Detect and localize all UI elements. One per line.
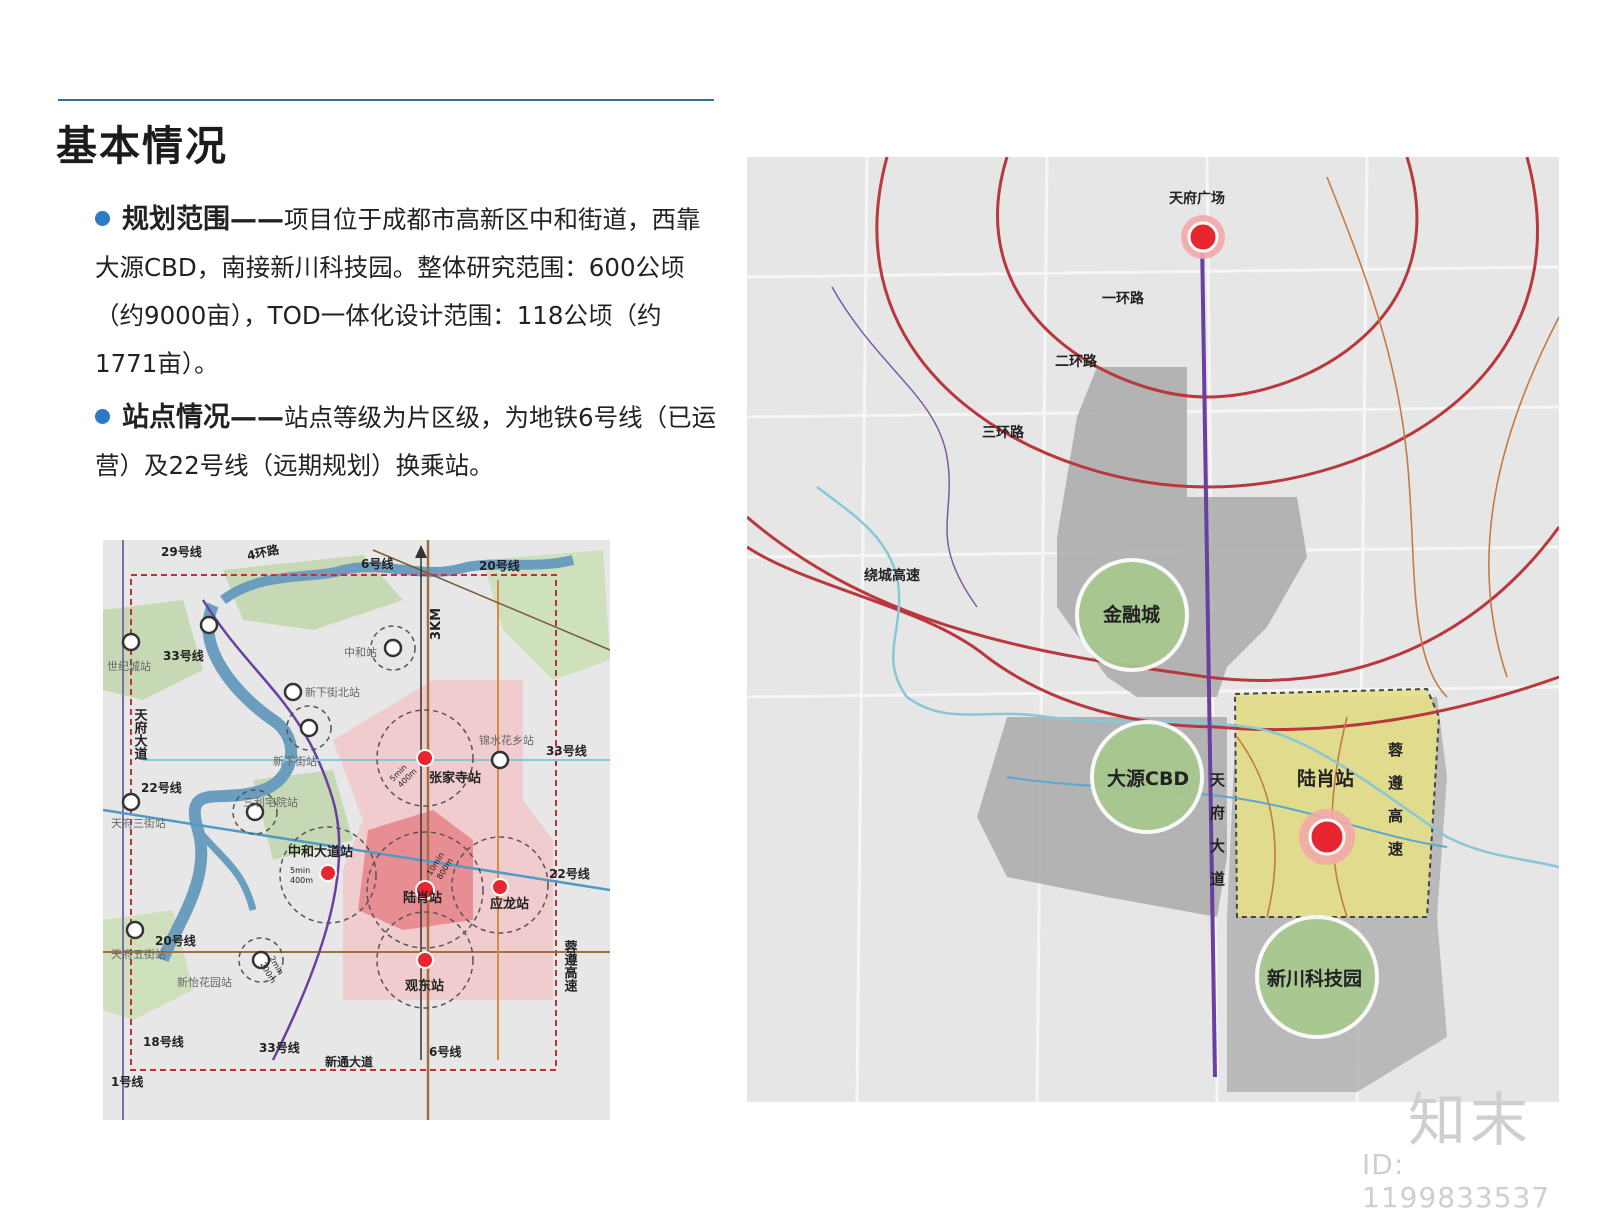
label-tianfu3: 天府三街站	[111, 816, 166, 830]
page-title: 基本情况	[56, 122, 228, 170]
scope-heading: 规划范围——	[122, 204, 284, 235]
radius-label: 400m	[290, 876, 313, 885]
label-tianfu5: 天府五街站	[111, 947, 166, 961]
scope-paragraph: 规划范围——项目位于成都市高新区中和街道，西靠大源CBD，南接新川科技园。整体研…	[95, 196, 720, 388]
label-jinshui: 锦水花乡站	[479, 733, 534, 747]
bullet-dot	[95, 409, 110, 424]
label-jinrong: 金融城	[1102, 603, 1160, 626]
district-location-map: 天府广场 一环路 二环路 三环路 绕城高速 金融城 大源CBD 陆肖站 新川科技…	[747, 157, 1559, 1102]
station-heading: 站点情况——	[122, 402, 284, 433]
green-zones	[1075, 558, 1379, 1039]
label-shiji: 世纪城站	[107, 659, 151, 673]
label-tianfu-square: 天府广场	[1169, 190, 1225, 207]
planned-stations	[121, 615, 510, 970]
label-3km: 3KM	[429, 608, 444, 640]
label-l6b: 6号线	[429, 1044, 461, 1059]
label-l1: 1号线	[111, 1074, 143, 1089]
label-xintong: 新通大道	[325, 1054, 373, 1069]
station-text: 站点等级为片区级，为地铁6号线（已运营）及22号线（远期规划）换乘站。	[95, 403, 717, 480]
label-l33c: 33号线	[259, 1040, 300, 1055]
label-xinxia: 新下街站	[273, 754, 317, 768]
label-l33b: 33号线	[546, 743, 587, 758]
label-zhonghedadao: 中和大道站	[288, 844, 353, 860]
label-ring2: 二环路	[1055, 353, 1098, 370]
label-ring4: 4环路	[246, 541, 282, 563]
label-dayuan: 大源CBD	[1107, 767, 1189, 790]
label-ring1: 一环路	[1102, 290, 1145, 307]
radius-label: 5min	[290, 866, 310, 875]
watermark-logo: 知末	[1408, 1086, 1533, 1154]
label-tianfu-avenue: 天府大道	[132, 708, 148, 761]
label-l29: 29号线	[161, 544, 202, 559]
label-raocheng: 绕城高速	[864, 567, 920, 584]
metro-network-map: 29号线 4环路 6号线 20号线 33号线 33号线 22号线 22号线 20…	[103, 540, 610, 1120]
label-guandong: 观东站	[405, 978, 444, 994]
scope-text: 项目位于成都市高新区中和街道，西靠大源CBD，南接新川科技园。整体研究范围：60…	[95, 205, 701, 378]
label-xinyi: 新怡花园站	[177, 975, 232, 989]
label-l33: 33号线	[163, 648, 204, 663]
label-tianfu-avenue: 天府大道	[1208, 772, 1226, 904]
label-l22: 22号线	[141, 780, 182, 795]
header-rule	[58, 99, 714, 101]
label-luxiao: 陆肖站	[403, 890, 442, 906]
label-rongzun: 蓉遵高速	[562, 939, 578, 993]
label-ring3: 三环路	[982, 424, 1025, 441]
label-l18: 18号线	[143, 1034, 184, 1049]
label-l20: 20号线	[479, 558, 520, 573]
watermark-id: ID: 1199833537	[1362, 1148, 1551, 1214]
label-yinglong: 应龙站	[490, 896, 529, 912]
bullet-dot	[95, 211, 110, 226]
label-luxiao: 陆肖站	[1297, 767, 1354, 790]
label-rongzun: 蓉遵高速	[1386, 741, 1404, 874]
label-xinchuan: 新川科技园	[1267, 967, 1362, 990]
label-zhangjiasi: 张家寺站	[429, 770, 481, 786]
label-l22b: 22号线	[549, 866, 590, 881]
key-stations	[319, 749, 509, 969]
label-sanli: 三利宅院站	[243, 795, 298, 809]
station-paragraph: 站点情况——站点等级为片区级，为地铁6号线（已运营）及22号线（远期规划）换乘站…	[95, 394, 720, 490]
label-zhonghe: 中和站	[344, 645, 377, 659]
label-l20b: 20号线	[155, 933, 196, 948]
label-l6: 6号线	[361, 556, 393, 571]
label-xinxiabei: 新下街北站	[305, 685, 360, 699]
